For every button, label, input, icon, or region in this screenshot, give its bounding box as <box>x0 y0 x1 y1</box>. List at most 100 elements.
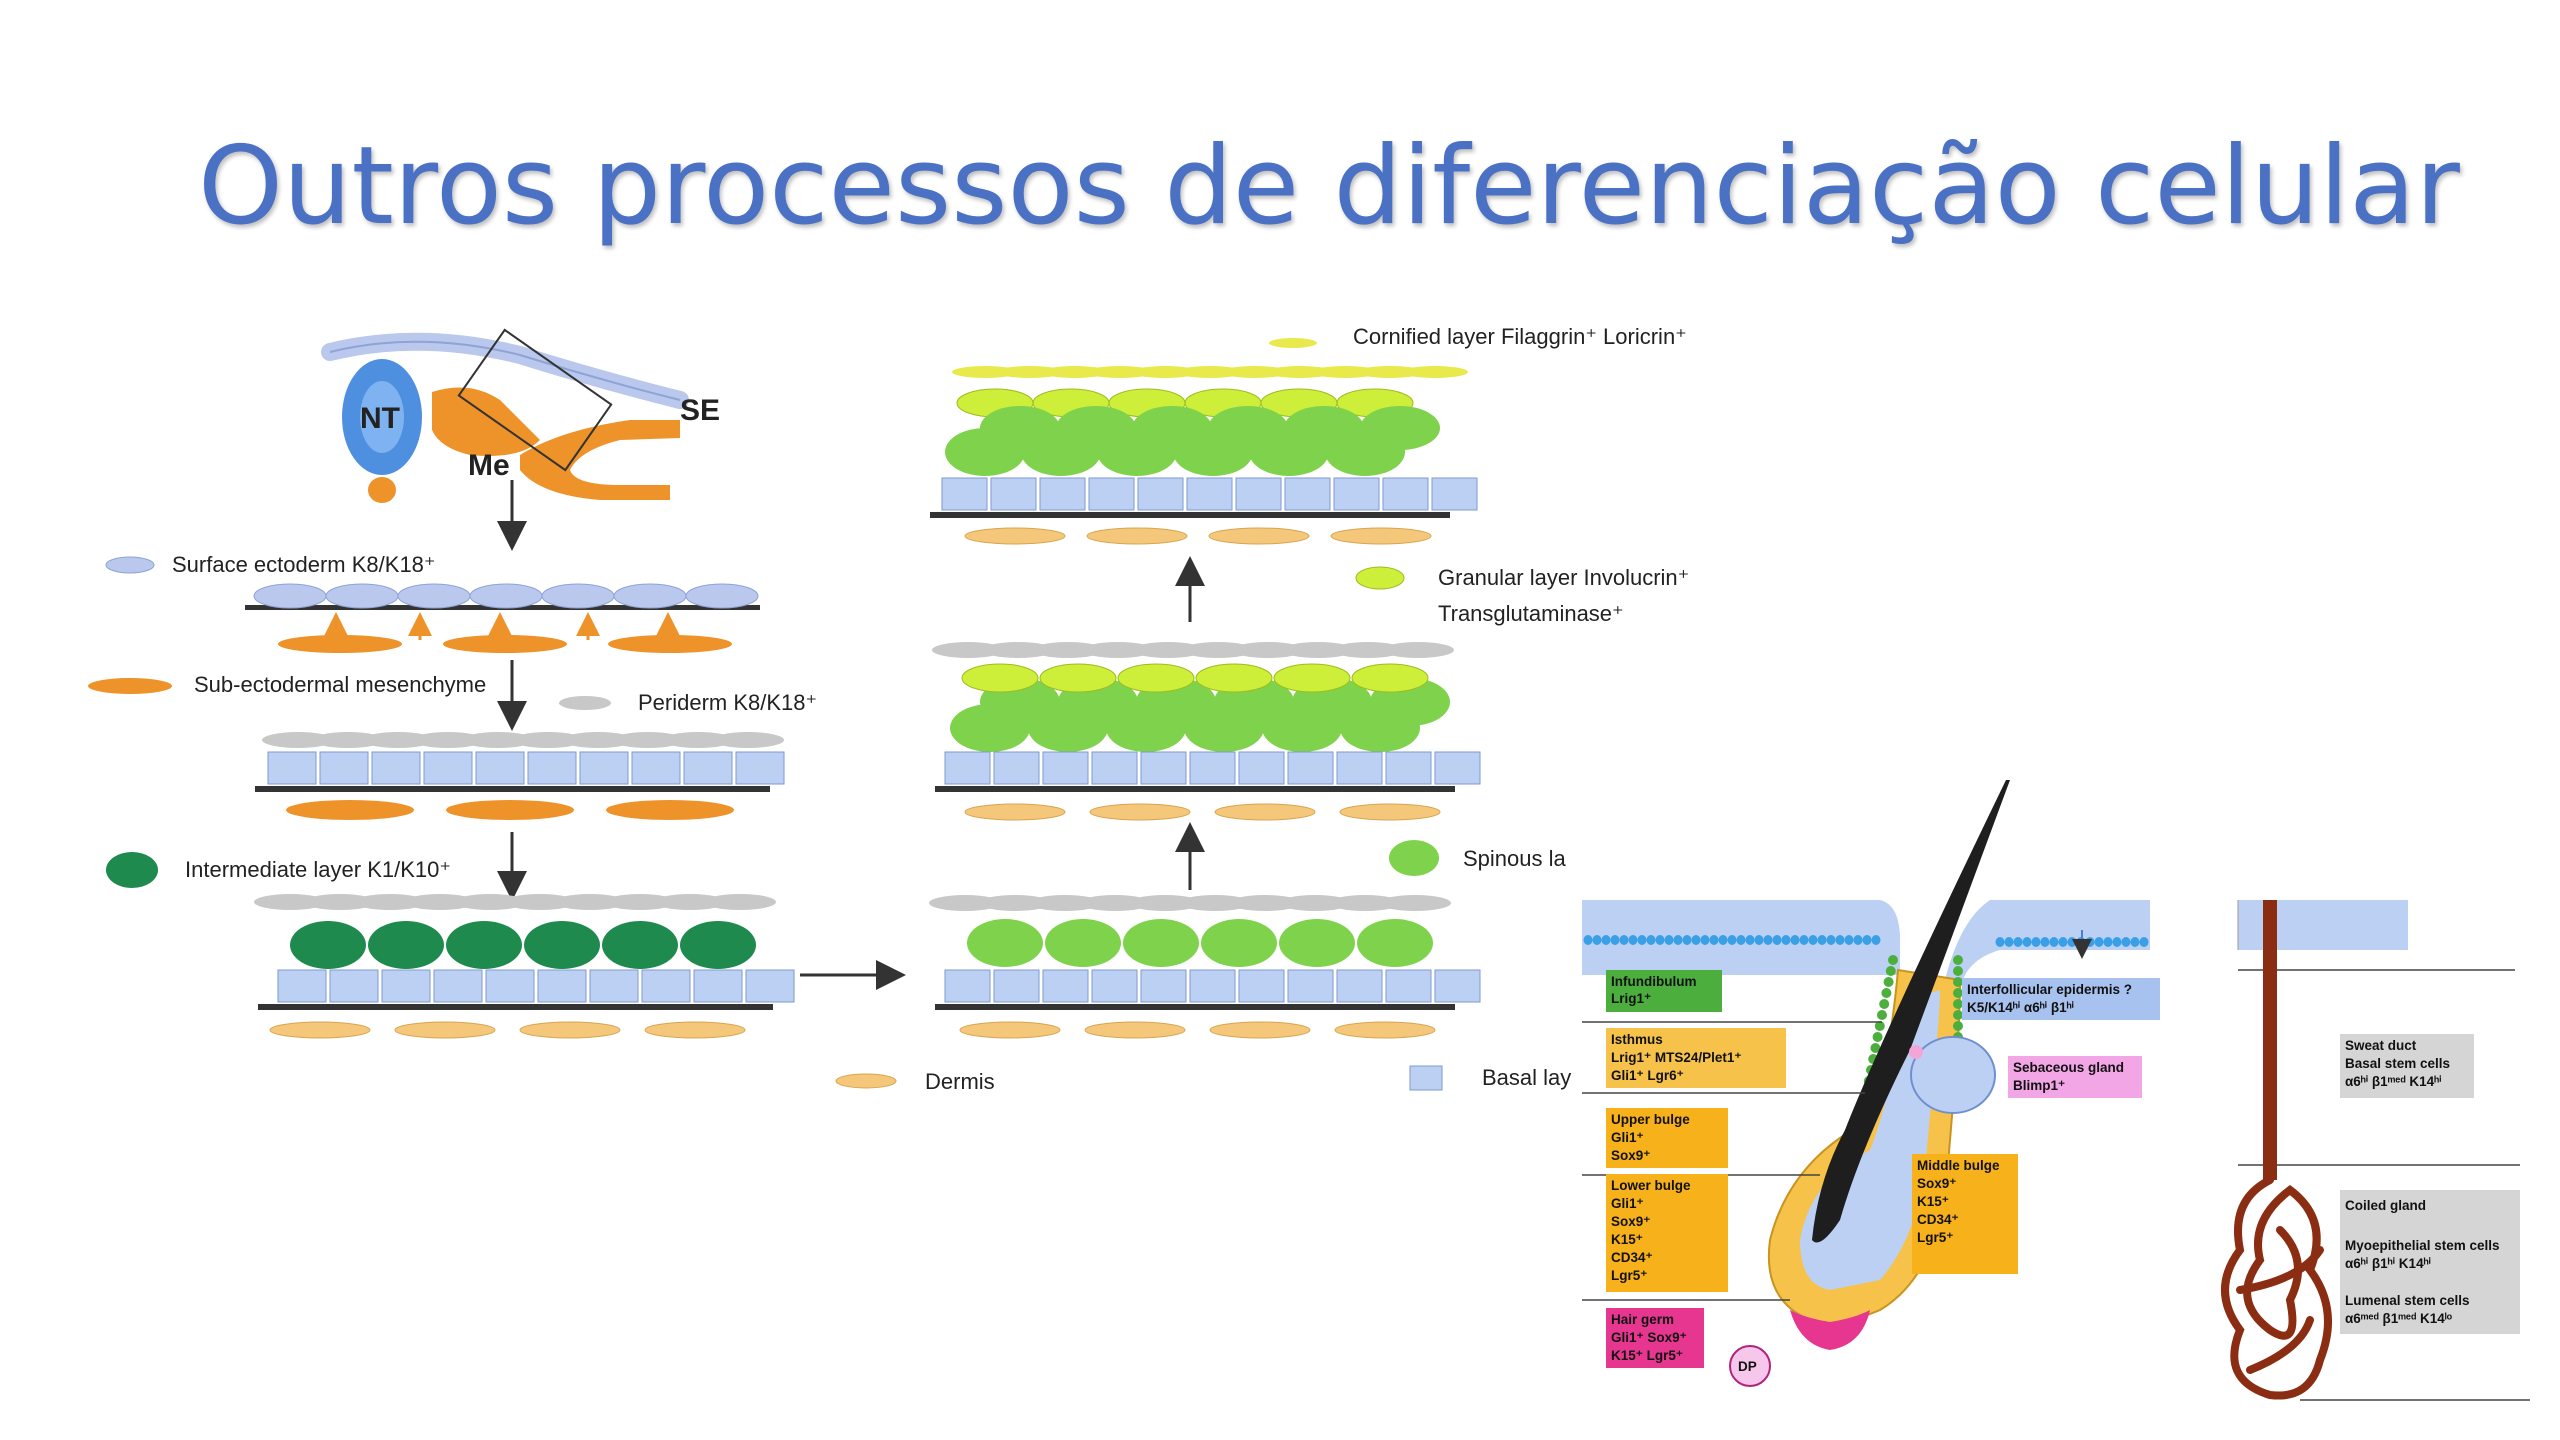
notochord <box>368 477 396 503</box>
legend-periderm: Periderm K8/K18⁺ <box>638 690 817 715</box>
basal-dot <box>1592 935 1602 945</box>
basal-dot <box>1700 935 1710 945</box>
basal-dot <box>1808 935 1818 945</box>
spinous-cell <box>1208 406 1288 450</box>
embryo-schematic: NT Me SE <box>321 328 720 551</box>
periderm-cell <box>932 642 1004 658</box>
mesoderm <box>432 387 540 456</box>
basal-dot <box>1826 935 1836 945</box>
interfollicular-line-1: Interfollicular epidermis ? <box>1967 982 2132 997</box>
legend-basal: Basal lay <box>1482 1065 1571 1090</box>
follicle-dot <box>1953 1010 1963 1020</box>
spinous-cell <box>1132 406 1212 450</box>
infundibulum-line-1: Infundibulum <box>1611 974 1696 989</box>
basal-cell <box>993 751 1040 785</box>
basal-dot <box>2112 937 2122 947</box>
basal-cell <box>1284 477 1331 511</box>
basal-dot <box>1673 935 1683 945</box>
basal-dot <box>2049 937 2059 947</box>
basal-dot <box>1871 935 1881 945</box>
coiled-gland-label: Coiled gland <box>2345 1198 2426 1213</box>
basal-dot <box>1682 935 1692 945</box>
spinous-cell <box>1360 406 1440 450</box>
periderm-cell <box>304 894 376 910</box>
dermis-cell <box>959 1021 1061 1039</box>
basal-cell <box>1140 751 1187 785</box>
periderm-cell <box>1332 642 1404 658</box>
periderm-cell <box>412 732 484 748</box>
periderm-cell <box>454 894 526 910</box>
basal-dot <box>1709 935 1719 945</box>
basal-cell <box>1333 477 1380 511</box>
basal-dot <box>1817 935 1827 945</box>
mesenchyme-cell <box>286 800 414 820</box>
granular-cell <box>1195 663 1273 693</box>
basal-cell <box>423 751 473 785</box>
periderm-cell <box>662 732 734 748</box>
basal-dot <box>1637 935 1647 945</box>
dermis-cell <box>1330 527 1432 545</box>
lower-bulge-line-5: CD34⁺ <box>1611 1250 1653 1265</box>
sweat-duct-line-1: Sweat duct <box>2345 1038 2417 1053</box>
periderm-cell <box>654 894 726 910</box>
spinous-cell <box>1357 919 1433 967</box>
basal-cell <box>944 751 991 785</box>
isthmus-line-3: Gli1⁺ Lgr6⁺ <box>1611 1068 1684 1083</box>
legend-spinous: Spinous la <box>1463 846 1567 871</box>
dermis-cell <box>394 1021 496 1039</box>
periderm-cell <box>704 894 776 910</box>
dermis-cell <box>1339 803 1441 821</box>
periderm-cell <box>504 894 576 910</box>
basal-dot <box>1772 935 1782 945</box>
basal-dot <box>1628 935 1638 945</box>
interfollicular-line-2: K5/K14ʰⁱ α6ʰⁱ β1ʰⁱ <box>1967 1000 2074 1015</box>
sweat-duct-line-2: Basal stem cells <box>2345 1056 2450 1071</box>
basal-cell <box>1434 969 1481 1003</box>
basal-dot <box>1995 937 2005 947</box>
granular-cell <box>1273 663 1351 693</box>
basal-cell <box>267 751 317 785</box>
periderm-cell <box>1229 895 1301 911</box>
basal-cell <box>329 969 379 1003</box>
basal-cell <box>527 751 577 785</box>
basal-cell <box>433 969 483 1003</box>
periderm-cell <box>712 732 784 748</box>
follicle-dot <box>1953 999 1963 1009</box>
granular-cell <box>961 663 1039 693</box>
dp-label: DP <box>1738 1359 1757 1374</box>
periderm-cell <box>1329 895 1401 911</box>
periderm-cell <box>979 895 1051 911</box>
basal-dot <box>2139 937 2149 947</box>
hair-germ-shape <box>1790 1310 1870 1350</box>
basal-dot <box>2085 937 2095 947</box>
follicle-dot <box>1881 988 1892 998</box>
mesenchyme-cell <box>443 635 567 653</box>
slide-title: Outros processos de diferenciação celula… <box>198 124 2460 249</box>
legend-cornified: Cornified layer Filaggrin⁺ Loricrin⁺ <box>1353 324 1687 349</box>
middle-bulge-line-1: Middle bulge <box>1917 1158 2000 1173</box>
sebaceous-line-2: Blimp1⁺ <box>2013 1078 2065 1093</box>
basal-cell <box>1385 751 1432 785</box>
dermis-cell <box>964 527 1066 545</box>
periderm-cell <box>1382 642 1454 658</box>
dermis-cell <box>269 1021 371 1039</box>
middle-bulge-line-3: K15⁺ <box>1917 1194 1949 1209</box>
dermis-cell <box>1086 527 1188 545</box>
right-legend: Cornified layer Filaggrin⁺ Loricrin⁺ Gra… <box>1269 324 1689 1091</box>
basal-cell <box>371 751 421 785</box>
sebaceous-gland-shape <box>1910 1036 1996 1114</box>
hair-germ-line-2: Gli1⁺ Sox9⁺ <box>1611 1330 1687 1345</box>
left-legend: Surface ectoderm K8/K18⁺ Sub-ectodermal … <box>88 552 995 1094</box>
intermediate-cell <box>602 921 678 969</box>
periderm-cell <box>512 732 584 748</box>
upper-bulge-line-1: Upper bulge <box>1611 1112 1690 1127</box>
follicle-dot <box>1874 1021 1885 1031</box>
stage-surface-ectoderm <box>245 583 760 731</box>
sweat-duct-line-3: α6ʰⁱ β1ᵐᵉᵈ K14ʰⁱ <box>2345 1074 2442 1089</box>
stage-intermediate <box>254 894 906 1039</box>
follicle-dot <box>1879 999 1890 1009</box>
periderm-cell <box>982 642 1054 658</box>
basal-cell <box>693 969 743 1003</box>
basal-cell <box>319 751 369 785</box>
basal-dot <box>1664 935 1674 945</box>
